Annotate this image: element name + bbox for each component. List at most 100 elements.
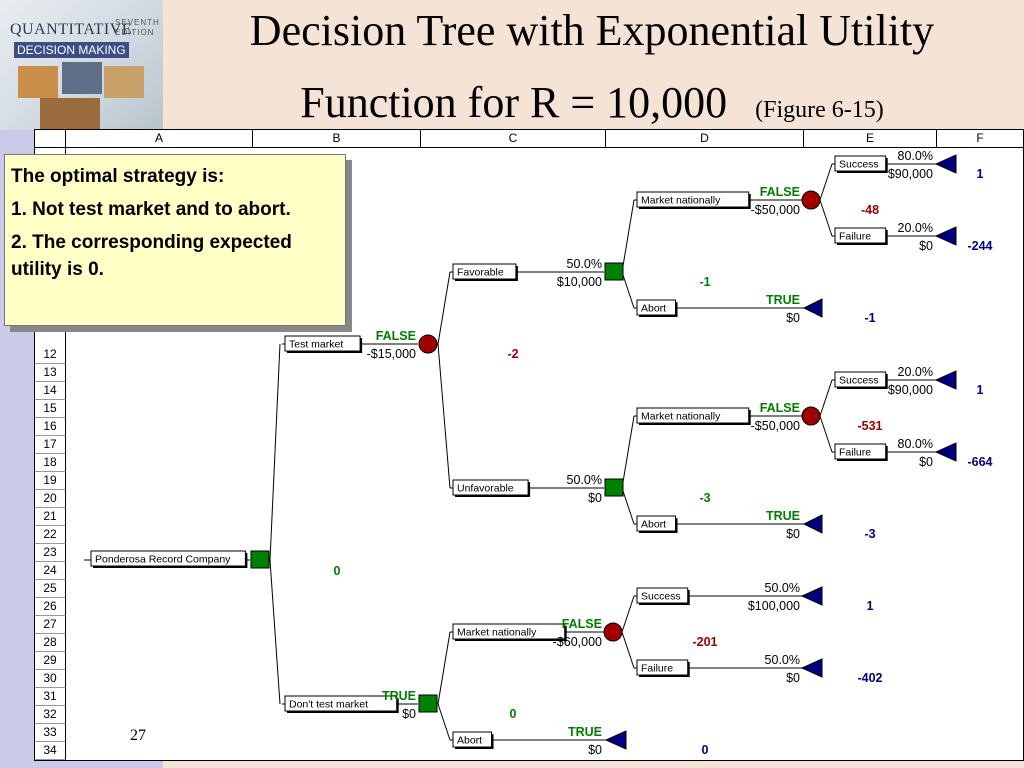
terminal-node[interactable] [800, 586, 823, 606]
book-photo [62, 62, 102, 94]
fav-abort-flag: TRUE [766, 293, 800, 307]
nt-success-value: 1 [867, 599, 874, 613]
unf-market-label-box[interactable]: Market nationally [636, 407, 751, 425]
row-header[interactable]: 15 [35, 400, 66, 418]
unf-success-label-box[interactable]: Success [834, 371, 888, 389]
terminal-node[interactable] [802, 298, 823, 318]
terminal-node[interactable] [934, 442, 957, 462]
row-header[interactable]: 18 [35, 454, 66, 472]
corner-cell[interactable] [35, 130, 66, 148]
terminal-node[interactable] [800, 658, 823, 678]
fav-abort-label-box[interactable]: Abort [636, 299, 678, 317]
fav-market-label: Market nationally [641, 195, 721, 207]
label-box [636, 659, 689, 676]
unfavorable-value: -3 [699, 491, 710, 505]
book-photo [18, 66, 58, 98]
terminal-node[interactable] [934, 154, 957, 174]
row-header[interactable]: 30 [35, 670, 66, 688]
row-header[interactable]: 16 [35, 418, 66, 436]
favorable-label-box[interactable]: Favorable [452, 263, 518, 281]
row-header[interactable]: 17 [35, 436, 66, 454]
fav-failure-label-box[interactable]: Failure [834, 227, 888, 245]
nt-abort-flag: TRUE [568, 725, 602, 739]
row-header[interactable]: 27 [35, 616, 66, 634]
row-header[interactable]: 19 [35, 472, 66, 490]
slide-title-line2: Function for R = 10,000 (Figure 6-15) [160, 78, 1024, 135]
row-header[interactable]: 25 [35, 580, 66, 598]
unf-abort-flag: TRUE [766, 509, 800, 523]
unf-market-flag: FALSE [760, 401, 800, 415]
decision-node-dont-test[interactable] [418, 694, 438, 713]
row-header[interactable]: 12 [35, 346, 66, 364]
book-photo [104, 66, 144, 98]
root-label-box[interactable]: Ponderosa Record Company [90, 550, 248, 568]
fav-failure-prob: 20.0% [898, 221, 933, 235]
fav-market-value: -48 [861, 203, 879, 217]
dont-test-cost: $0 [402, 707, 416, 721]
row-header[interactable]: 33 [35, 724, 66, 742]
nt-success-label-box[interactable]: Success [636, 587, 690, 605]
row-header[interactable]: 34 [35, 742, 66, 760]
terminal-node[interactable] [802, 514, 823, 534]
nt-market-label-box[interactable]: Market nationally [452, 623, 567, 641]
fav-market-flag: FALSE [760, 185, 800, 199]
row-header[interactable]: 29 [35, 652, 66, 670]
column-header-e[interactable]: E [804, 130, 937, 148]
unfavorable-payoff: $0 [588, 491, 602, 505]
chance-node-fav-market[interactable] [801, 190, 821, 210]
dont-test-label-box[interactable]: Don't test market [284, 695, 399, 713]
column-header-d[interactable]: D [606, 130, 804, 148]
nt-success-payoff: $100,000 [748, 599, 800, 613]
terminal-node[interactable] [934, 226, 957, 246]
row-header[interactable]: 14 [35, 382, 66, 400]
chance-node-test-market[interactable] [418, 334, 438, 354]
row-header[interactable]: 21 [35, 508, 66, 526]
unf-market-label: Market nationally [641, 411, 721, 423]
fav-success-value: 1 [977, 167, 984, 181]
decision-node-unfavorable[interactable] [604, 478, 624, 497]
column-header-b[interactable]: B [253, 130, 421, 148]
unf-failure-prob: 80.0% [898, 437, 933, 451]
nt-failure-payoff: $0 [786, 671, 800, 685]
figure-reference: (Figure 6-15) [755, 97, 884, 123]
chance-node-nt-market[interactable] [603, 622, 623, 642]
row-header[interactable]: 22 [35, 526, 66, 544]
column-header-f[interactable]: F [937, 130, 1023, 148]
unfavorable-label-box[interactable]: Unfavorable [452, 479, 531, 497]
nt-failure-prob: 50.0% [765, 653, 800, 667]
column-header-c[interactable]: C [421, 130, 606, 148]
nt-abort-label-box[interactable]: Abort [452, 731, 494, 749]
label-box [636, 299, 676, 316]
chance-node-unf-market[interactable] [801, 406, 821, 426]
label-box [284, 335, 361, 352]
row-header[interactable]: 20 [35, 490, 66, 508]
decision-node-favorable[interactable] [604, 262, 624, 281]
callout-item-2: 2. The corresponding expected utility is… [11, 232, 292, 280]
callout-item-1: 1. Not test market and to abort. [11, 199, 291, 220]
fav-success-label-box[interactable]: Success [834, 155, 888, 173]
terminal-node[interactable] [604, 730, 627, 750]
terminal-node[interactable] [934, 370, 957, 390]
row-header[interactable]: 13 [35, 364, 66, 382]
unf-failure-value: -664 [967, 455, 992, 469]
label-box [90, 550, 246, 567]
nt-failure-label-box[interactable]: Failure [636, 659, 690, 677]
test-market-label-box[interactable]: Test market [284, 335, 363, 353]
unf-abort-label-box[interactable]: Abort [636, 515, 678, 533]
row-header[interactable]: 23 [35, 544, 66, 562]
row-header[interactable]: 24 [35, 562, 66, 580]
row-header[interactable]: 26 [35, 598, 66, 616]
row-header[interactable]: 28 [35, 634, 66, 652]
row-header[interactable]: 31 [35, 688, 66, 706]
unf-success-label: Success [839, 375, 879, 387]
dont-test-value: 0 [510, 707, 517, 721]
slide-title-text: Function for R = 10,000 [300, 78, 728, 127]
nt-success-label: Success [641, 591, 681, 603]
column-header-a[interactable]: A [66, 130, 253, 148]
decision-node-root[interactable] [250, 550, 270, 569]
label-box [636, 191, 750, 208]
row-header[interactable]: 32 [35, 706, 66, 724]
unf-failure-label-box[interactable]: Failure [834, 443, 888, 461]
fav-market-label-box[interactable]: Market nationally [636, 191, 751, 209]
